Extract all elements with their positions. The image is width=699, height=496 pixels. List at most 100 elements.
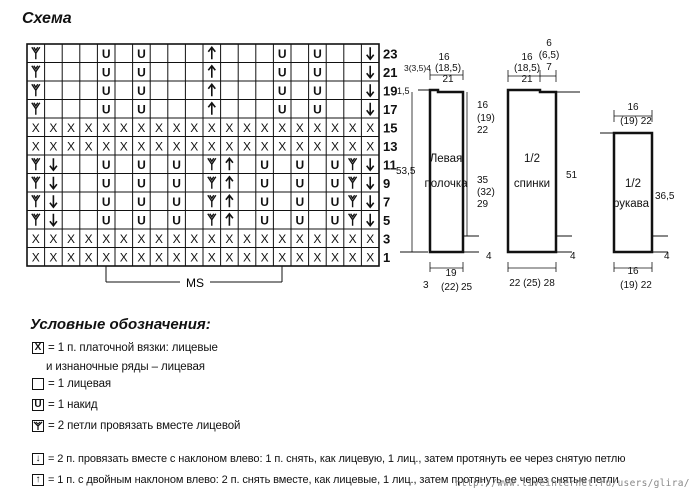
stitch-cell: U: [102, 213, 111, 227]
yarn-over-mark: U: [313, 84, 322, 98]
svg-text:16: 16: [627, 102, 639, 113]
yarn-over-mark: U: [278, 47, 287, 61]
svg-text:22 (25) 28: 22 (25) 28: [509, 278, 555, 289]
garter-stitch-mark: X: [155, 232, 163, 246]
stitch-cell: [207, 213, 217, 226]
garter-stitch-mark: X: [313, 250, 321, 264]
legend-item-garter: X = 1 п. платочной вязки: лицевые: [32, 342, 218, 354]
arrow-down-mark: [49, 158, 58, 172]
arrow-down-mark: [366, 47, 375, 61]
stitch-cell: X: [313, 250, 321, 264]
svg-text:полочка: полочка: [424, 178, 468, 190]
front-pattern-piece: [400, 70, 479, 272]
garter-stitch-mark: X: [313, 232, 321, 246]
stitch-cell: U: [137, 65, 146, 79]
back-labels: 16 (18,5) 21 6 (6,5) 7 51 4 22 (25) 28 1…: [509, 38, 577, 289]
garter-stitch-mark: X: [173, 139, 181, 153]
garter-stitch-mark: X: [190, 232, 198, 246]
stitch-cell: U: [260, 176, 269, 190]
yarn-over-mark: U: [102, 102, 111, 116]
stitch-cell: X: [296, 250, 304, 264]
stitch-cell: X: [261, 232, 269, 246]
stitch-cell: U: [331, 158, 340, 172]
arrow-up-mark: [207, 82, 216, 97]
svg-text:21: 21: [521, 74, 533, 85]
garter-stitch-mark: X: [190, 139, 198, 153]
svg-text:16: 16: [627, 266, 639, 277]
front-labels: 16 (18,5) 21 3(3,5)4 1,5 53,5 16 (19) 22…: [396, 52, 495, 293]
row-label: 19: [383, 83, 397, 98]
stitch-cell: X: [366, 232, 374, 246]
stitch-cell: X: [243, 250, 251, 264]
stitch-cell: [225, 193, 234, 208]
stitch-cell: X: [331, 232, 339, 246]
stitch-cell: X: [102, 250, 110, 264]
stitch-cell: U: [172, 195, 181, 209]
garter-stitch-mark: X: [278, 121, 286, 135]
stitch-cell: [31, 46, 41, 60]
legend-title: Условные обозначения:: [30, 316, 211, 333]
garter-stitch-mark: X: [102, 250, 110, 264]
stitch-cell: X: [173, 121, 181, 135]
stitch-cell: U: [102, 176, 111, 190]
stitch-cell: [49, 195, 58, 209]
svg-text:(18,5): (18,5): [435, 63, 461, 74]
yarn-over-mark: U: [260, 213, 269, 227]
svg-text:рукава: рукава: [613, 198, 650, 210]
k2tog-mark: [348, 194, 358, 208]
yarn-over-mark: U: [102, 47, 111, 61]
svg-text:(19): (19): [477, 113, 495, 124]
garter-stitch-mark: X: [137, 121, 145, 135]
yarn-over-mark: U: [102, 84, 111, 98]
yarn-over-mark: U: [102, 213, 111, 227]
stitch-cell: X: [331, 121, 339, 135]
yarn-over-mark: U: [137, 102, 146, 116]
yarn-over-icon: U: [32, 399, 44, 411]
svg-text:16: 16: [477, 100, 489, 111]
yarn-over-mark: U: [313, 65, 322, 79]
yarn-over-mark: U: [137, 47, 146, 61]
arrow-down-mark: [366, 213, 375, 228]
ms-repeat-bracket: MS: [105, 266, 283, 290]
stitch-cell: X: [366, 250, 374, 264]
garter-stitch-mark: X: [331, 232, 339, 246]
stitch-cell: X: [313, 232, 321, 246]
stitch-cell: X: [278, 139, 286, 153]
garter-stitch-mark: X: [296, 232, 304, 246]
svg-text:3(3,5)4: 3(3,5)4: [404, 63, 431, 73]
stitch-cell: [207, 45, 216, 60]
k2tog-mark: [31, 102, 41, 115]
stitch-cell: X: [67, 250, 75, 264]
stitch-cell: [348, 213, 358, 226]
k2tog-mark: [207, 176, 217, 189]
stitch-cell: X: [208, 250, 216, 264]
stitch-cell: [366, 47, 375, 61]
stitch-cell: [31, 65, 41, 78]
yarn-over-mark: U: [331, 195, 340, 209]
k2tog-mark: [207, 157, 217, 171]
garter-stitch-mark: X: [225, 232, 233, 246]
yarn-over-mark: U: [260, 176, 269, 190]
garter-stitch-mark: X: [85, 139, 93, 153]
row-label: 5: [383, 213, 390, 228]
stitch-cell: X: [85, 232, 93, 246]
garter-stitch-mark: X: [32, 139, 40, 153]
row-label: 3: [383, 231, 390, 246]
stitch-cell: X: [261, 121, 269, 135]
garter-stitch-mark: X: [278, 250, 286, 264]
stitch-cell: U: [137, 195, 146, 209]
stitch-cell: X: [32, 139, 40, 153]
stitch-cell: [366, 102, 375, 117]
svg-text:25: 25: [461, 282, 473, 293]
k2tog-mark: [31, 83, 41, 97]
garter-stitch-mark: X: [208, 139, 216, 153]
garter-stitch-mark: X: [331, 250, 339, 264]
stitch-cell: [366, 158, 375, 172]
knit-stitch-icon: [32, 378, 44, 390]
stitch-cell: U: [278, 65, 287, 79]
arrow-up-mark: [225, 156, 234, 171]
stitch-cell: X: [85, 121, 93, 135]
stitch-cell: [225, 175, 234, 189]
yarn-over-mark: U: [278, 65, 287, 79]
stitch-cell: X: [32, 232, 40, 246]
